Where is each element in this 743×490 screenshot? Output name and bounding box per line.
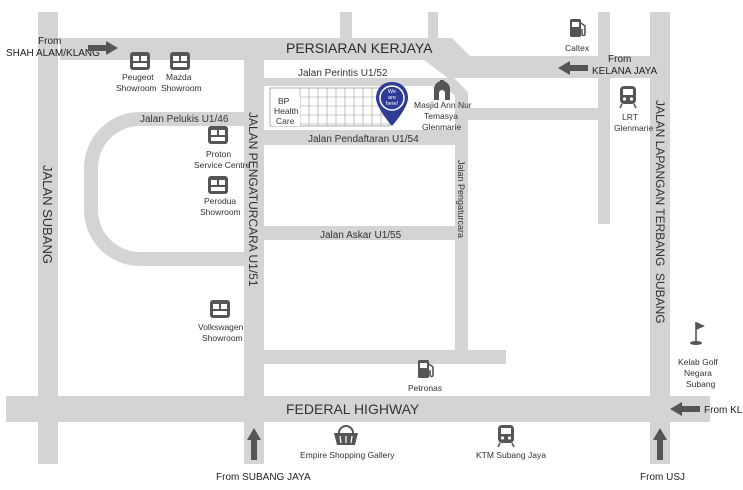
label-jalan-perintis: Jalan Perintis U1/52	[298, 68, 388, 79]
road-jalan-pendaftaran	[264, 130, 455, 145]
label-from-shah-alam-line1: From	[38, 36, 61, 47]
label-masjid-line3: Glenmarie	[422, 122, 461, 132]
label-from-kelana-jaya-line1: From	[608, 54, 631, 65]
label-golf-line3: Subang	[686, 379, 716, 389]
bp-health-care-building	[269, 87, 391, 127]
label-masjid-line1: Masjid Ann Nur	[414, 100, 472, 110]
road-masjid-link	[468, 108, 598, 120]
train-icon-ktm	[497, 425, 515, 448]
perodua-showroom-icon	[208, 176, 228, 194]
label-peugeot-line2: Showroom	[116, 83, 157, 93]
label-jalan-subang: JALAN SUBANG	[40, 165, 55, 264]
road-jalan-pengaturcara	[455, 92, 468, 352]
road-federal-highway	[6, 396, 710, 422]
label-jalan-pengaturcara-u1-51: JALAN PENGATURCARA U1/51	[246, 112, 260, 287]
fuel-pump-icon-caltex	[570, 19, 586, 37]
marker-text-line1: We	[388, 89, 396, 95]
road-lrt-line	[598, 12, 610, 224]
label-from-usj: From USJ	[640, 472, 685, 483]
we-are-here-marker-icon: We are here!	[376, 82, 408, 126]
label-bp-line1: BP	[278, 96, 290, 106]
road-network	[6, 12, 710, 464]
label-jalan-pelukis: Jalan Pelukis U1/46	[140, 114, 229, 125]
label-perodua-line2: Showroom	[200, 207, 241, 217]
label-volkswagen-line2: Showroom	[202, 333, 243, 343]
label-perodua-line1: Perodua	[204, 196, 236, 206]
label-empire: Empire Shopping Gallery	[300, 450, 395, 460]
road-jalan-lapangan-terbang	[650, 12, 670, 464]
arrow-north-subang-jaya-icon	[247, 428, 261, 460]
road-petronas-link	[264, 350, 506, 364]
label-mazda-line1: Mazda	[166, 72, 192, 82]
golf-flag-icon	[690, 322, 705, 345]
label-lrt-line2: Glenmarie	[614, 123, 653, 133]
label-federal-highway: FEDERAL HIGHWAY	[286, 401, 420, 417]
marker-text-line2: are	[388, 95, 396, 101]
label-proton-line2: Service Centre	[194, 160, 250, 170]
label-golf-line2: Negara	[684, 368, 712, 378]
road-jalan-askar	[264, 226, 455, 240]
label-jalan-askar: Jalan Askar U1/55	[320, 230, 402, 241]
arrow-west-kl-icon	[670, 402, 700, 416]
label-lrt-line1: LRT	[622, 112, 638, 122]
label-jalan-lapangan-terbang: JALAN LAPANGAN TERBANG SUBANG	[653, 100, 667, 324]
label-bp-line3: Care	[276, 116, 295, 126]
label-from-subang-jaya: From SUBANG JAYA	[216, 472, 311, 483]
label-from-kl: From KL	[704, 405, 743, 416]
shopping-basket-icon	[334, 425, 358, 445]
label-bp-line2: Health	[274, 106, 299, 116]
label-volkswagen-line1: Volkswagen	[198, 322, 244, 332]
label-peugeot-line1: Peugeot	[122, 72, 154, 82]
label-persiaran-kerjaya: PERSIARAN KERJAYA	[286, 40, 433, 56]
label-from-kelana-jaya-line2: KELANA JAYA	[592, 66, 658, 77]
road-jalan-subang	[38, 12, 58, 464]
label-jalan-pengaturcara: Jalan Pengaturcara	[456, 160, 466, 238]
mazda-showroom-icon	[170, 52, 190, 70]
road-persiaran-kerjaya	[60, 38, 432, 60]
volkswagen-showroom-icon	[210, 300, 230, 318]
label-from-shah-alam-line2: SHAH ALAM/KLANG	[6, 48, 100, 59]
fuel-pump-icon-petronas	[418, 360, 434, 378]
arrow-west-icon	[558, 61, 588, 75]
proton-showroom-icon	[208, 126, 228, 144]
arrow-east-icon	[88, 41, 118, 55]
road-jalan-perintis	[264, 78, 454, 86]
train-icon-lrt	[619, 86, 637, 109]
arrow-north-usj-icon	[653, 428, 667, 460]
label-mazda-line2: Showroom	[161, 83, 202, 93]
poi-layer: Peugeot Showroom Mazda Showroom Proton S…	[116, 19, 718, 460]
road-labels: PERSIARAN KERJAYA Jalan Perintis U1/52 J…	[40, 40, 667, 417]
direction-markers: From SHAH ALAM/KLANG From KELANA JAYA Fr…	[6, 36, 743, 483]
label-jalan-pendaftaran: Jalan Pendaftaran U1/54	[308, 134, 419, 145]
road-persiaran-kerjaya-east	[448, 56, 650, 78]
marker-text-line3: here!	[386, 101, 399, 107]
road-stub-north-2	[428, 12, 438, 42]
label-proton-line1: Proton	[206, 149, 231, 159]
label-masjid-line2: Temasya	[424, 111, 458, 121]
label-caltex: Caltex	[565, 43, 590, 53]
mosque-icon	[434, 80, 450, 100]
label-petronas: Petronas	[408, 383, 442, 393]
label-ktm: KTM Subang Jaya	[476, 450, 546, 460]
road-stub-north-1	[340, 12, 352, 40]
road-jalan-pengaturcara-u1-51	[244, 60, 264, 464]
peugeot-showroom-icon	[130, 52, 150, 70]
label-golf-line1: Kelab Golf	[678, 357, 718, 367]
